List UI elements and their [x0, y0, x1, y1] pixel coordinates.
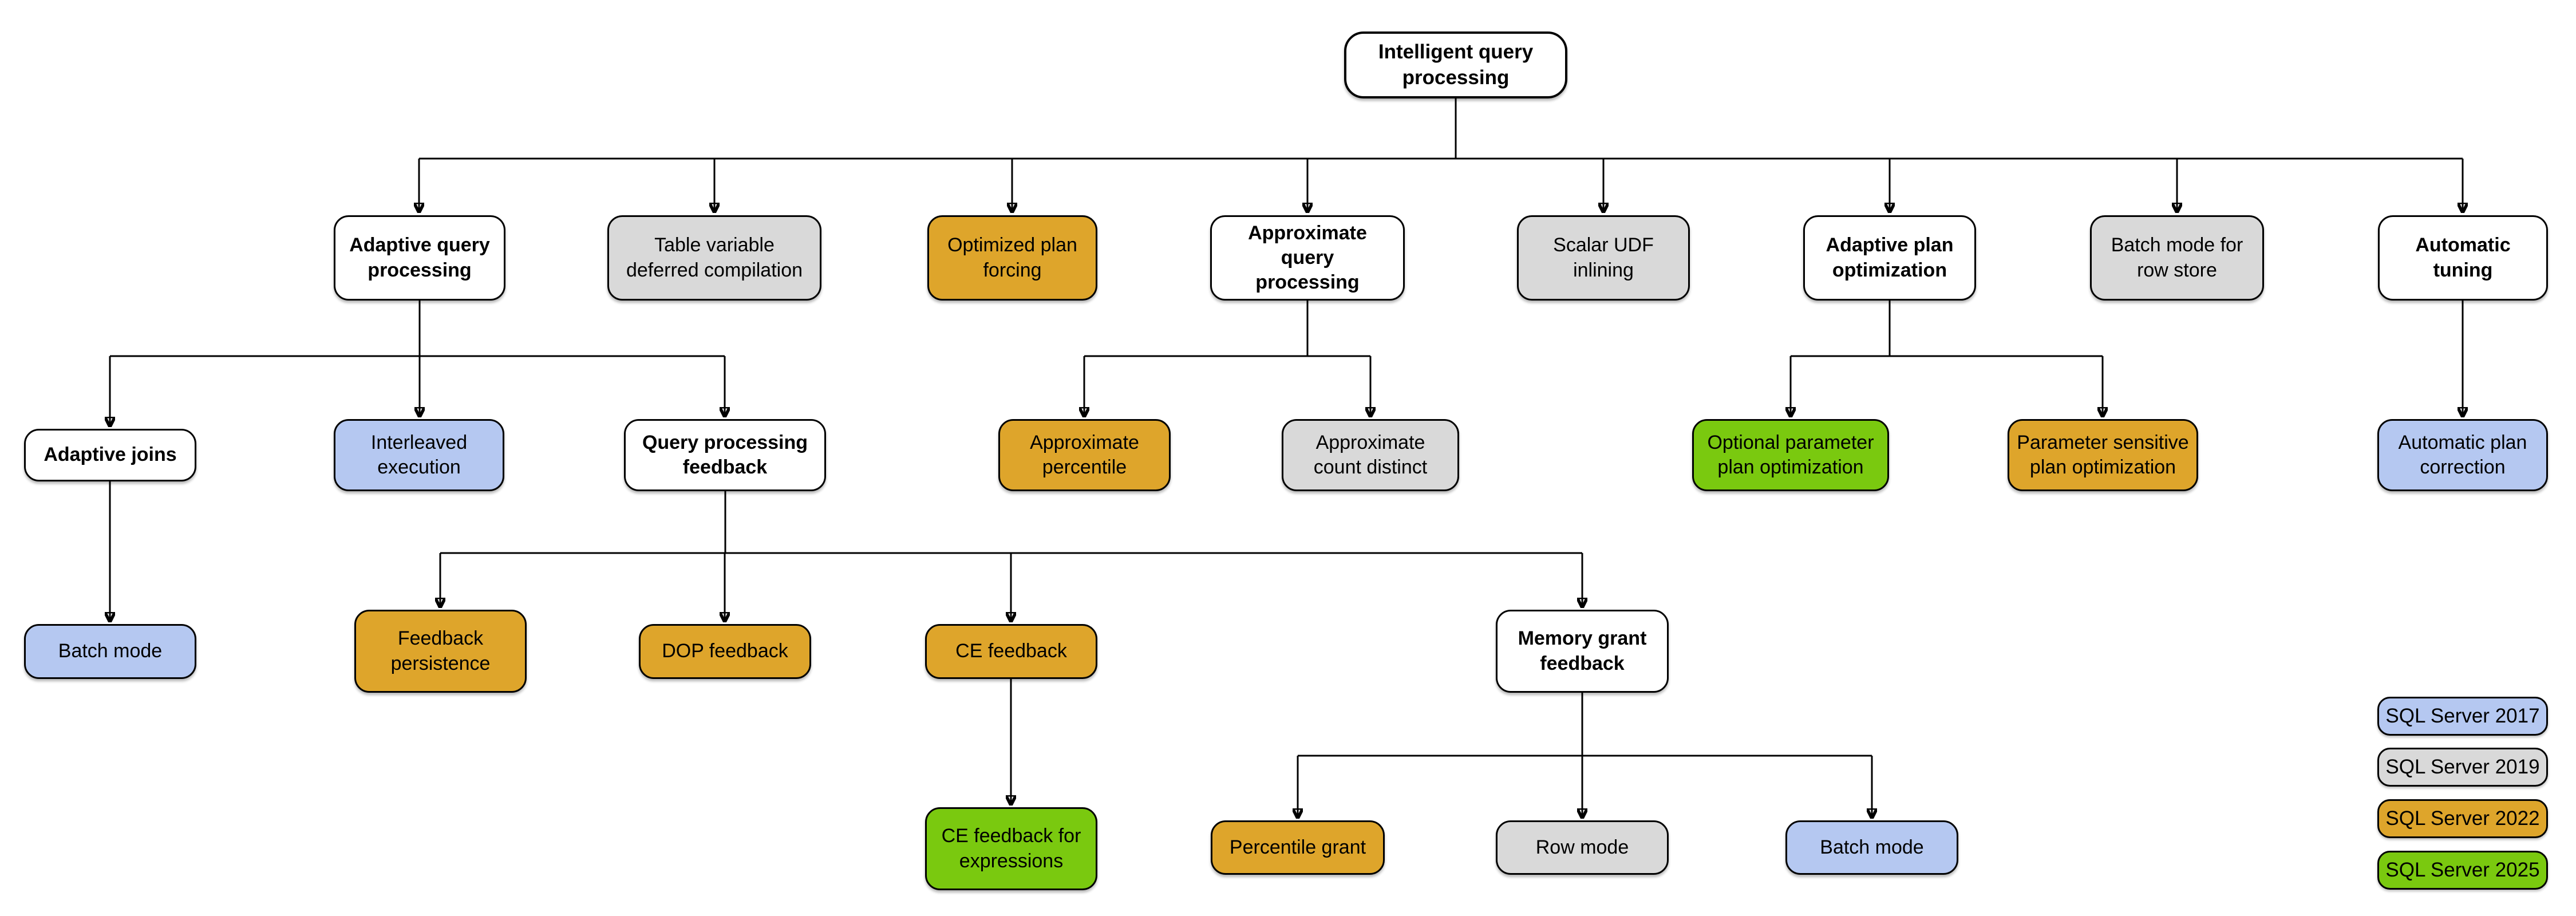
legend-item-sql-server-2017: SQL Server 2017 — [2377, 697, 2548, 736]
legend-label: SQL Server 2022 — [2385, 807, 2540, 830]
node-label: Memory grant feedback — [1518, 627, 1647, 674]
node-row-mode: Row mode — [1496, 820, 1669, 875]
node-label: Approximate query processing — [1248, 222, 1367, 294]
node-label: Automatic plan correction — [2398, 431, 2527, 478]
node-label: Table variable deferred compilation — [626, 234, 803, 281]
node-batch-mode-memory-grant: Batch mode — [1785, 820, 1958, 875]
node-label: Feedback persistence — [390, 627, 491, 674]
node-label: CE feedback for expressions — [941, 825, 1081, 872]
node-label: Adaptive joins — [44, 444, 177, 466]
node-parameter-sensitive-plan-optimization: Parameter sensitive plan optimization — [2008, 419, 2198, 491]
node-label: Optional parameter plan optimization — [1707, 431, 1874, 478]
node-adaptive-plan-optimization: Adaptive plan optimization — [1803, 215, 1976, 301]
node-label: Parameter sensitive plan optimization — [2017, 431, 2189, 478]
node-label: Batch mode — [58, 640, 163, 662]
node-query-processing-feedback: Query processing feedback — [624, 419, 826, 491]
node-approximate-percentile: Approximate percentile — [998, 419, 1171, 491]
node-label: Interleaved execution — [370, 431, 468, 478]
node-label: Percentile grant — [1229, 836, 1366, 858]
node-label: Scalar UDF inlining — [1553, 234, 1654, 281]
node-label: Approximate count distinct — [1313, 431, 1428, 478]
legend-item-sql-server-2022: SQL Server 2022 — [2377, 799, 2548, 838]
node-automatic-plan-correction: Automatic plan correction — [2377, 419, 2548, 491]
node-ce-feedback: CE feedback — [925, 624, 1097, 679]
node-approximate-query-processing: Approximate query processing — [1210, 215, 1405, 301]
node-scalar-udf-inlining: Scalar UDF inlining — [1517, 215, 1690, 301]
node-table-variable-deferred-compilation: Table variable deferred compilation — [607, 215, 821, 301]
node-label: Query processing feedback — [642, 431, 808, 478]
node-approximate-count-distinct: Approximate count distinct — [1282, 419, 1459, 491]
node-label: Intelligent query processing — [1378, 41, 1534, 89]
node-optional-parameter-plan-optimization: Optional parameter plan optimization — [1692, 419, 1889, 491]
node-memory-grant-feedback: Memory grant feedback — [1496, 610, 1669, 693]
node-optimized-plan-forcing: Optimized plan forcing — [927, 215, 1097, 301]
node-interleaved-execution: Interleaved execution — [334, 419, 504, 491]
legend-item-sql-server-2019: SQL Server 2019 — [2377, 748, 2548, 787]
node-feedback-persistence: Feedback persistence — [354, 610, 527, 693]
node-batch-mode-for-row-store: Batch mode for row store — [2090, 215, 2264, 301]
node-label: DOP feedback — [662, 640, 788, 662]
node-label: Optimized plan forcing — [947, 234, 1077, 281]
node-label: Row mode — [1535, 836, 1629, 858]
node-intelligent-query-processing: Intelligent query processing — [1344, 31, 1567, 98]
legend-label: SQL Server 2017 — [2385, 705, 2540, 727]
node-percentile-grant: Percentile grant — [1211, 820, 1385, 875]
node-automatic-tuning: Automatic tuning — [2378, 215, 2548, 301]
node-adaptive-joins: Adaptive joins — [24, 429, 196, 481]
legend-label: SQL Server 2025 — [2385, 859, 2540, 881]
node-label: Batch mode — [1820, 836, 1924, 858]
node-adaptive-query-processing: Adaptive query processing — [334, 215, 505, 301]
node-label: CE feedback — [955, 640, 1067, 662]
legend-label: SQL Server 2019 — [2385, 756, 2540, 778]
node-label: Batch mode for row store — [2111, 234, 2243, 281]
node-ce-feedback-for-expressions: CE feedback for expressions — [925, 807, 1097, 890]
node-dop-feedback: DOP feedback — [639, 624, 811, 679]
node-batch-mode-adaptive-joins: Batch mode — [24, 624, 196, 679]
node-label: Approximate percentile — [1030, 431, 1139, 478]
node-label: Adaptive query processing — [349, 234, 490, 281]
node-label: Adaptive plan optimization — [1826, 234, 1954, 281]
legend-item-sql-server-2025: SQL Server 2025 — [2377, 851, 2548, 890]
node-label: Automatic tuning — [2415, 234, 2511, 281]
